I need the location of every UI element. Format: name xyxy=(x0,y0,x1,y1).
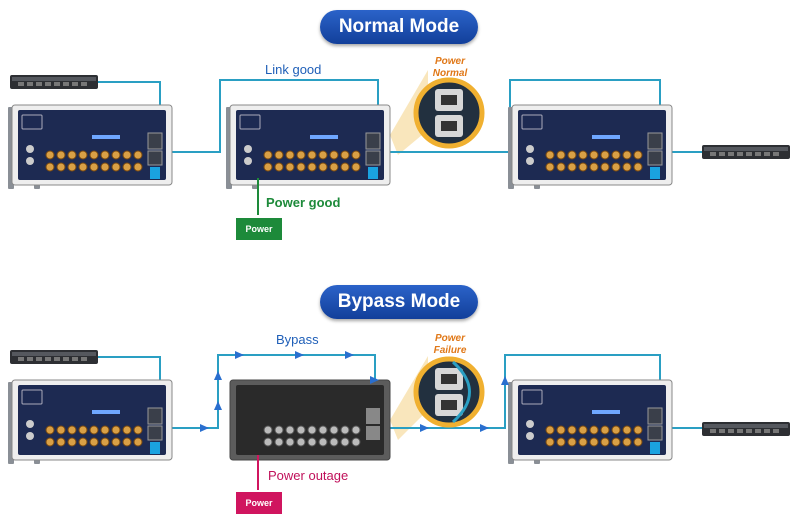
power-failure-line1: Power xyxy=(434,333,465,344)
network-switch-left-bypass xyxy=(10,350,98,364)
industrial-switch-right-normal xyxy=(508,104,673,189)
link-good-label: Link good xyxy=(265,62,322,77)
normal-mode-title: Normal Mode xyxy=(320,10,478,44)
industrial-switch-center-bypass xyxy=(229,379,391,461)
power-good-label: Power good xyxy=(266,195,341,210)
industrial-switch-center-normal xyxy=(226,104,391,189)
zoom-beam-normal xyxy=(390,70,428,155)
power-failure-label: Power Failure xyxy=(420,333,480,357)
industrial-switch-right-bypass xyxy=(508,379,673,464)
network-switch-left-normal xyxy=(10,75,98,89)
arrow-3 xyxy=(345,351,354,359)
cable-link-right-bypass xyxy=(388,354,661,429)
industrial-switch-left-normal xyxy=(8,104,173,189)
power-outage-label: Power outage xyxy=(268,468,349,483)
arrow-6 xyxy=(200,424,209,432)
power-box-normal: Power xyxy=(236,218,282,240)
bypass-port-zoom-normal xyxy=(413,77,485,149)
power-normal-line2: Normal xyxy=(432,68,468,79)
cable-link-good-normal xyxy=(170,79,379,153)
arrow-7 xyxy=(420,424,429,432)
arrow-10 xyxy=(370,376,379,384)
arrow-9 xyxy=(501,376,509,385)
network-switch-right-normal xyxy=(702,145,790,159)
power-box-bypass: Power xyxy=(236,492,282,514)
arrow-8 xyxy=(480,424,489,432)
industrial-switch-left-bypass xyxy=(8,379,173,464)
bypass-mode-title: Bypass Mode xyxy=(320,285,478,319)
bypass-port-zoom-bypass xyxy=(413,356,485,428)
bypass-label: Bypass xyxy=(276,332,319,347)
arrow-4 xyxy=(214,371,222,380)
network-switch-right-bypass xyxy=(702,422,790,436)
arrow-1 xyxy=(235,351,244,359)
power-normal-line1: Power xyxy=(434,56,465,67)
arrow-2 xyxy=(295,351,304,359)
arrow-5 xyxy=(214,401,222,410)
power-failure-line2: Failure xyxy=(433,345,467,356)
cable-link-right-normal xyxy=(388,79,661,153)
power-normal-label: Power Normal xyxy=(420,56,480,80)
